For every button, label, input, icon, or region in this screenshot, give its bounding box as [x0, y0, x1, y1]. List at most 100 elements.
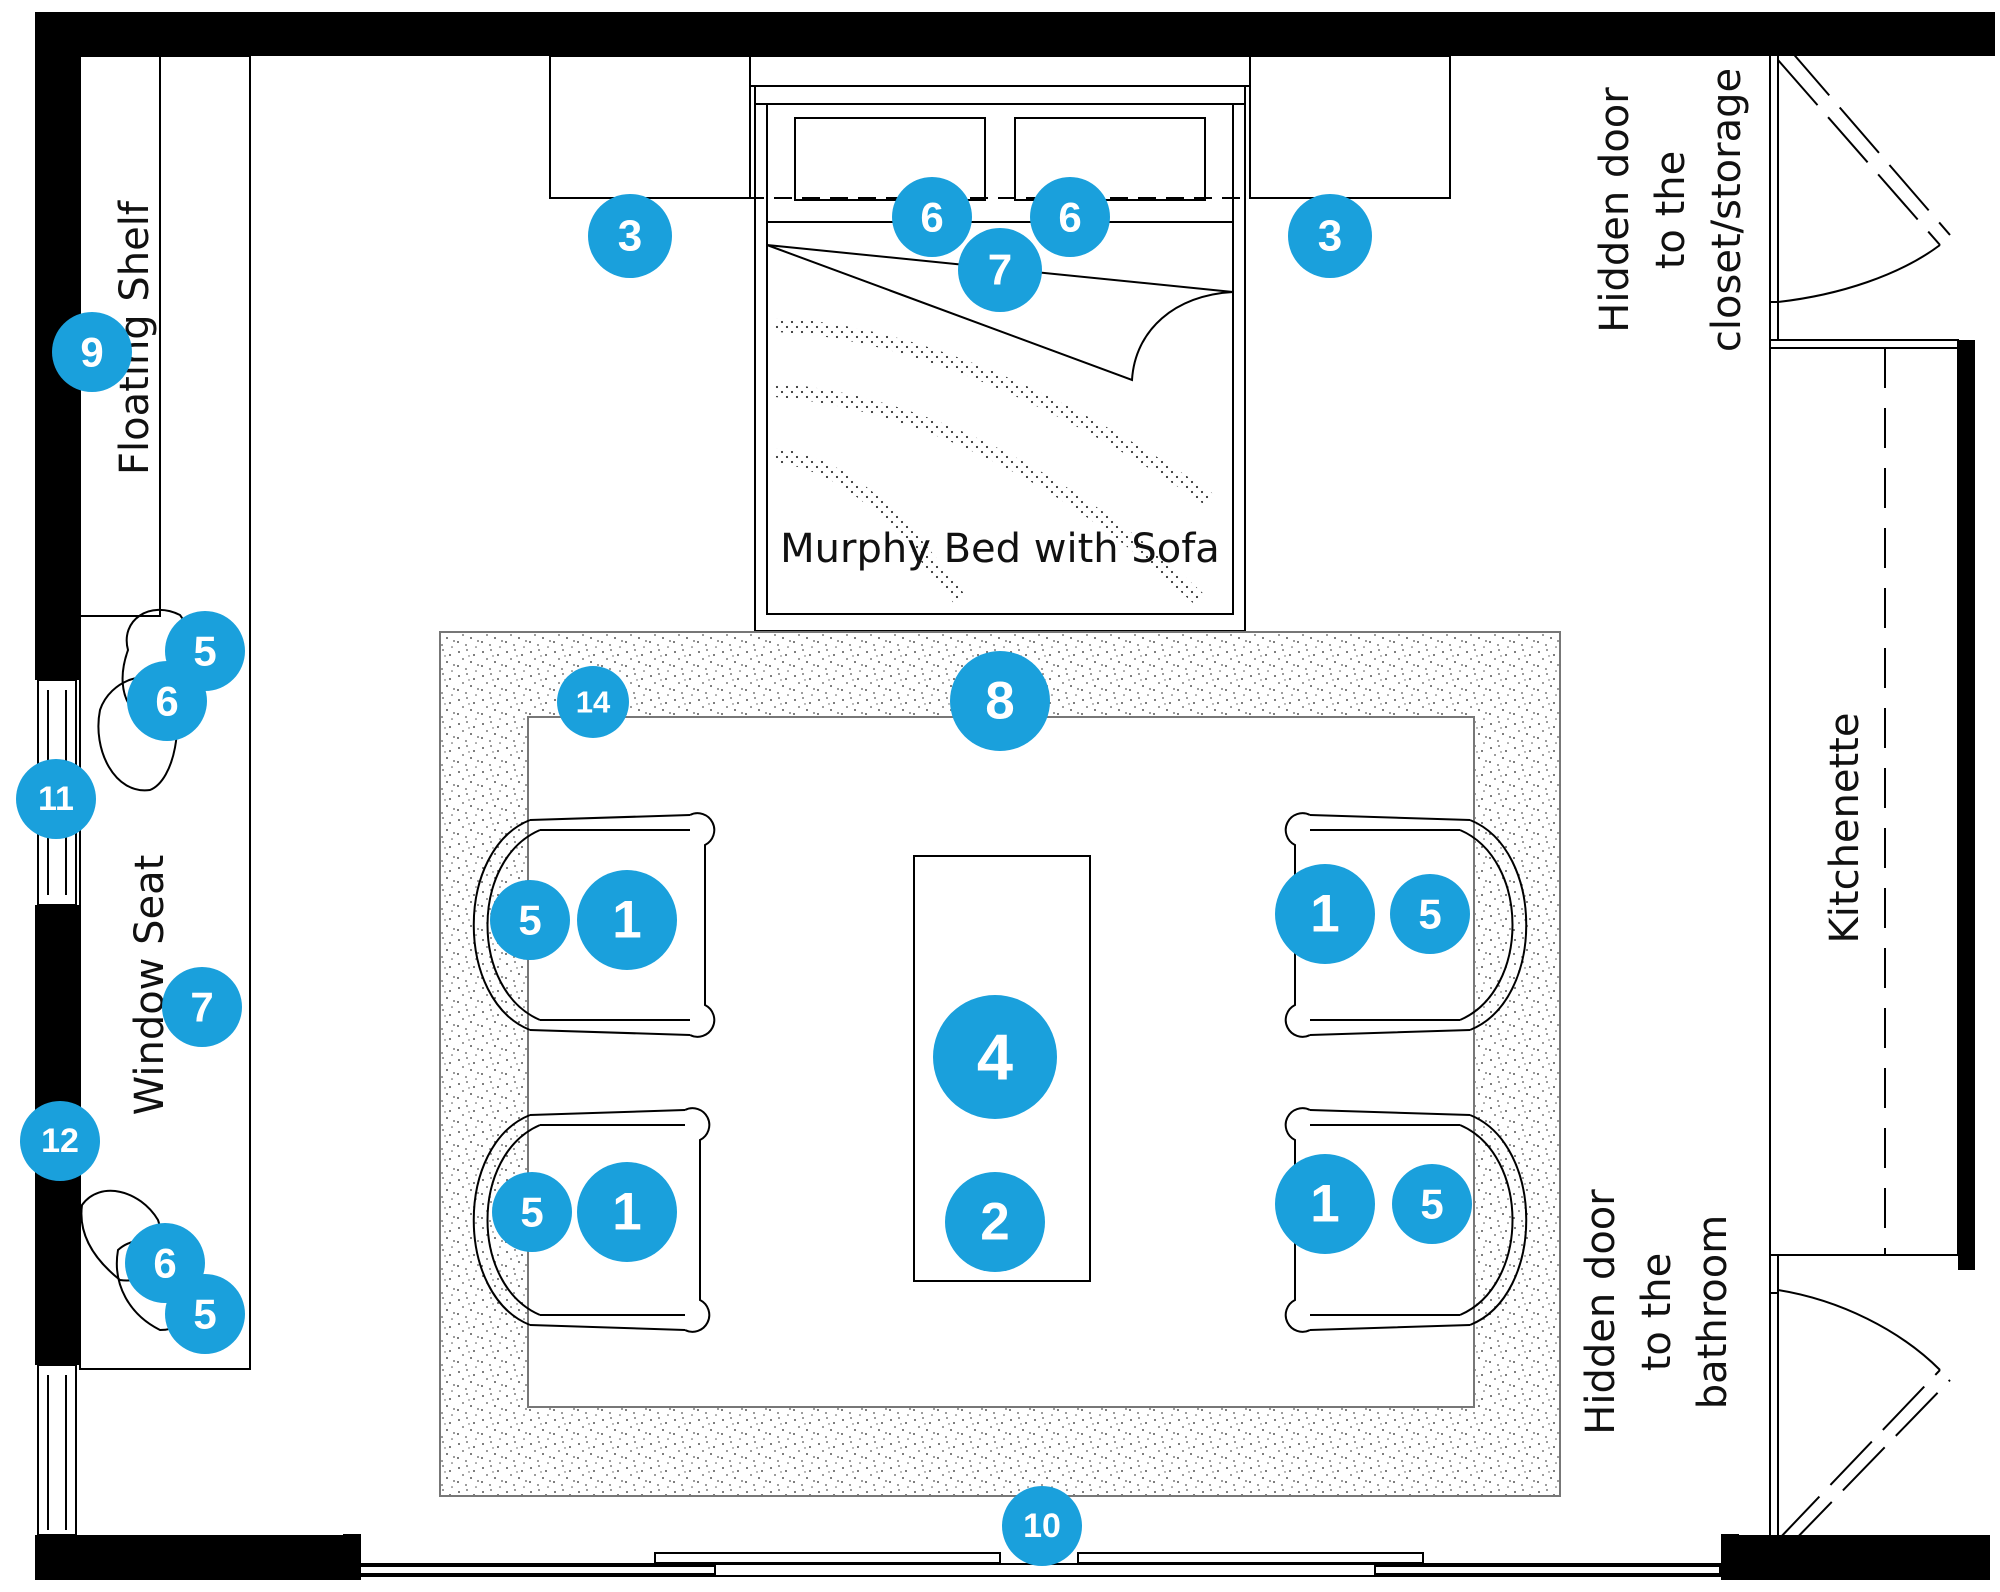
right-side [1769, 49, 1959, 1546]
marker-circle [958, 228, 1042, 312]
chairs [472, 812, 1528, 1333]
bathroom-door-label: Hidden door to the bathroom [1578, 1189, 1736, 1435]
marker-window-seat-top-pillow: 6 [127, 661, 207, 741]
marker-chair-bottom-right: 1 [1275, 1154, 1375, 1254]
area-rug-shape [439, 631, 1561, 1497]
marker-circle [127, 661, 207, 741]
marker-number: 12 [41, 1122, 79, 1160]
marker-chair-top-right-pillow: 5 [1390, 874, 1470, 954]
marker-chair-bottom-left-pillow: 5 [492, 1172, 572, 1252]
murphy-bed-label: Murphy Bed with Sofa [780, 526, 1220, 572]
marker-number: 1 [612, 891, 641, 950]
marker-circle [588, 194, 672, 278]
marker-number: 5 [193, 1291, 216, 1338]
marker-circle [1002, 1486, 1082, 1566]
cabinet-left [549, 55, 751, 199]
top-wall [35, 12, 1995, 56]
marker-number: 6 [153, 1240, 176, 1287]
murphy-bed [550, 55, 1450, 632]
marker-circle [20, 1101, 100, 1181]
window-seat-label: Window Seat [127, 855, 173, 1116]
marker-rug-pad: 14 [557, 666, 629, 738]
bathroom-door-swing [1769, 1254, 1951, 1546]
marker-circle [490, 880, 570, 960]
bottom-wall-right [1735, 1535, 1990, 1580]
marker-window-seat-bottom-cushion: 5 [165, 1274, 245, 1354]
marker-coffee-table-top: 4 [933, 995, 1057, 1119]
marker-circle [492, 1172, 572, 1252]
kitchenette-label: Kitchenette [1822, 713, 1868, 944]
chair-top-left-shape [472, 812, 716, 1038]
marker-bedding: 7 [958, 228, 1042, 312]
wall-cabinets [549, 55, 1451, 199]
marker-circle [16, 759, 96, 839]
marker-circle [945, 1172, 1045, 1272]
marker-coffee-table: 2 [945, 1172, 1045, 1272]
marker-number: 9 [80, 329, 103, 376]
marker-circle [162, 967, 242, 1047]
right-wall-kitchen [1958, 340, 1975, 1270]
marker-number: 1 [1310, 885, 1339, 944]
bathroom-label-line-2: to the [1634, 1253, 1680, 1372]
marker-number: 5 [518, 897, 541, 944]
marker-circle [557, 666, 629, 738]
closet-label-line-1: Hidden door [1592, 87, 1638, 333]
chair-bottom-left-shape [472, 1107, 711, 1333]
marker-number: 8 [985, 672, 1014, 731]
marker-circle [1030, 177, 1110, 257]
closet-label-line-3: closet/storage [1704, 68, 1750, 352]
marker-number: 1 [612, 1183, 641, 1242]
marker-circle [892, 177, 972, 257]
marker-number: 1 [1310, 1175, 1339, 1234]
marker-number: 5 [193, 628, 216, 675]
bottom-wall-left [35, 1535, 358, 1580]
marker-shelf-item: 9 [52, 312, 132, 392]
marker-number: 11 [38, 780, 74, 818]
window-lower [37, 1364, 77, 1536]
coffee-table-shape [913, 855, 1091, 1282]
marker-number: 2 [980, 1193, 1009, 1252]
marker-number: 6 [1058, 194, 1081, 241]
marker-number: 14 [576, 685, 611, 720]
marker-number: 5 [1420, 1181, 1443, 1228]
marker-window-treatment-bottom: 12 [20, 1101, 100, 1181]
marker-chair-top-right: 1 [1275, 864, 1375, 964]
closet-label-line-2: to the [1648, 151, 1694, 270]
bed-pillow-right [1014, 117, 1206, 201]
marker-number: 7 [988, 246, 1012, 295]
kitchenette-counter [1769, 339, 1959, 1256]
marker-circle [950, 651, 1050, 751]
marker-number: 7 [190, 984, 213, 1031]
marker-pillow-right: 6 [1030, 177, 1110, 257]
marker-number: 4 [977, 1021, 1013, 1094]
marker-circle [165, 1274, 245, 1354]
marker-number: 3 [1318, 212, 1342, 261]
marker-chair-top-left: 1 [577, 870, 677, 970]
marker-number: 5 [1418, 891, 1441, 938]
walls [35, 12, 1995, 1580]
marker-circle [1390, 874, 1470, 954]
marker-window-treatment-top: 11 [16, 759, 96, 839]
marker-number: 5 [520, 1189, 543, 1236]
chair-top-right-shape [1284, 812, 1528, 1038]
marker-nightstand-right: 3 [1288, 194, 1372, 278]
left-windows [37, 679, 77, 1536]
marker-number: 10 [1023, 1507, 1061, 1545]
bathroom-label-line-3: bathroom [1690, 1215, 1736, 1409]
cabinet-right [1249, 55, 1451, 199]
marker-number: 6 [920, 194, 943, 241]
marker-sliding-door: 10 [1002, 1486, 1082, 1566]
closet-door-label: Hidden door to the closet/storage [1592, 68, 1750, 352]
bed-pillow-left [794, 117, 986, 201]
marker-circle [577, 870, 677, 970]
marker-area-rug: 8 [950, 651, 1050, 751]
marker-chair-top-left-pillow: 5 [490, 880, 570, 960]
marker-chair-bottom-right-pillow: 5 [1392, 1164, 1472, 1244]
bathroom-label-line-1: Hidden door [1578, 1189, 1624, 1435]
marker-circle [52, 312, 132, 392]
closet-door-swing [1769, 49, 1951, 341]
marker-circle [933, 995, 1057, 1119]
marker-pillow-left: 6 [892, 177, 972, 257]
